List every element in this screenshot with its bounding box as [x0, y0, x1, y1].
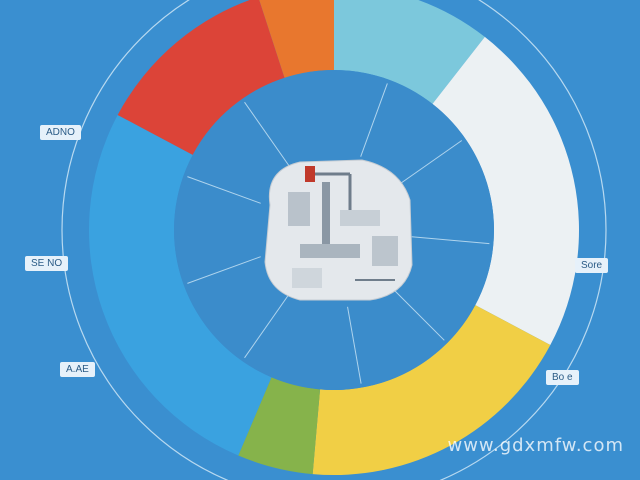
ring-segment-yellow: [312, 305, 551, 475]
spoke-line: [244, 293, 290, 359]
spoke-line: [397, 140, 463, 186]
hub-block: [372, 236, 398, 266]
ring-segment-white: [432, 36, 579, 346]
ring-segments: [88, 0, 579, 475]
ring-segment-green: [238, 377, 321, 475]
spoke-line: [244, 101, 290, 167]
side-label-bottom-left: A.AE: [60, 362, 95, 377]
ring-segment-blue: [88, 114, 272, 456]
ring-segment-teal: [334, 0, 485, 104]
ring-segment-red: [117, 0, 285, 155]
outer-guide-ring: [61, 0, 607, 480]
hub-block: [340, 210, 380, 226]
side-label-bottom-right: Bo e: [546, 370, 579, 385]
spoke-line: [187, 256, 261, 284]
central-hub: [264, 159, 413, 301]
ring-segment-orange: [259, 0, 334, 78]
spoke-line: [347, 306, 362, 384]
side-label-mid-left: SE NO: [25, 256, 69, 271]
spoke-line: [388, 284, 445, 341]
spoke-line: [360, 83, 388, 157]
spoke-line: [411, 236, 490, 245]
hub-accent: [305, 166, 315, 182]
hub-block: [300, 244, 360, 258]
hub-block: [322, 182, 330, 252]
watermark-text: www.gdxmfw.com: [447, 435, 624, 456]
side-label-mid-right: Sore: [575, 258, 609, 273]
spoke-lines: [187, 83, 490, 384]
hub-block: [288, 192, 310, 226]
spoke-line: [187, 176, 261, 204]
side-label-top-left: ADNO: [40, 125, 81, 140]
hub-block: [292, 268, 322, 288]
